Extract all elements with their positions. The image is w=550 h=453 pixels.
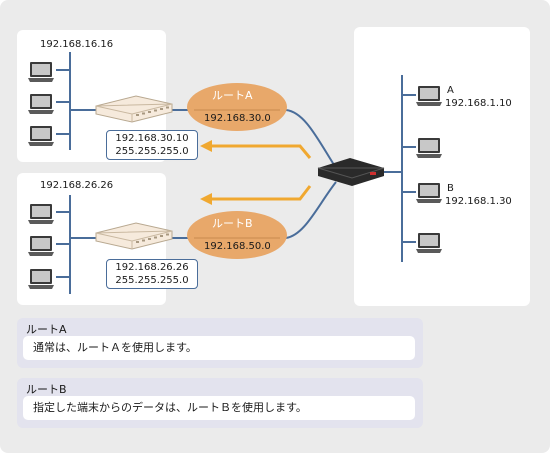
pc-icon bbox=[416, 138, 442, 158]
bottom-router-ip-box: 192.168.26.26 255.255.255.0 bbox=[106, 259, 198, 289]
bottom-host-ip: 192.168.26.26 bbox=[40, 180, 114, 191]
legend-route-a: ルートA 通常は、ルートＡを使用します。 bbox=[17, 318, 423, 368]
bottom-router-mask: 255.255.255.0 bbox=[115, 275, 189, 286]
bottom-router-ip: 192.168.26.26 bbox=[115, 262, 189, 273]
pc-icon bbox=[28, 126, 54, 146]
route-a-network: 192.168.30.0 bbox=[204, 113, 271, 124]
top-router-ip-box: 192.168.30.10 255.255.255.0 bbox=[106, 130, 198, 160]
pc-icon bbox=[28, 269, 54, 289]
legend-route-a-title: ルートA bbox=[26, 323, 67, 336]
pc-icon bbox=[416, 86, 442, 106]
top-router-ip: 192.168.30.10 bbox=[115, 133, 189, 144]
top-network-bus bbox=[56, 52, 108, 150]
route-a-arrow bbox=[210, 144, 312, 159]
legend-route-b-title: ルートB bbox=[26, 383, 67, 396]
pc-b-ip: 192.168.1.30 bbox=[445, 196, 512, 207]
route-b-name: ルートB bbox=[212, 217, 253, 230]
pc-icon bbox=[28, 94, 54, 114]
route-b-ellipse bbox=[187, 211, 287, 259]
route-a-name: ルートA bbox=[212, 89, 253, 102]
right-network-panel bbox=[354, 27, 530, 306]
pc-icon bbox=[28, 236, 54, 256]
router-icon bbox=[95, 222, 173, 250]
route-a-ellipse bbox=[187, 83, 287, 131]
bottom-network-bus bbox=[56, 195, 108, 294]
pc-b-name: B bbox=[447, 183, 454, 194]
route-b-arrowhead bbox=[200, 193, 212, 205]
pc-icon bbox=[28, 204, 54, 224]
pc-a-name: A bbox=[447, 85, 454, 96]
pc-a-ip: 192.168.1.10 bbox=[445, 98, 512, 109]
legend-route-b-text: 指定した端末からのデータは、ルートＢを使用します。 bbox=[23, 396, 415, 420]
router-icon bbox=[95, 95, 173, 123]
route-a-arrowhead bbox=[200, 140, 212, 152]
pc-icon bbox=[28, 62, 54, 82]
pc-icon bbox=[416, 183, 442, 203]
route-b-arrow bbox=[210, 185, 312, 201]
legend-route-b: ルートB 指定した端末からのデータは、ルートＢを使用します。 bbox=[17, 378, 423, 428]
central-router-icon bbox=[317, 158, 385, 186]
top-host-ip: 192.168.16.16 bbox=[40, 39, 114, 50]
top-router-mask: 255.255.255.0 bbox=[115, 146, 189, 157]
pc-icon bbox=[416, 233, 442, 253]
legend-route-a-text: 通常は、ルートＡを使用します。 bbox=[23, 336, 415, 360]
route-b-network: 192.168.50.0 bbox=[204, 241, 271, 252]
